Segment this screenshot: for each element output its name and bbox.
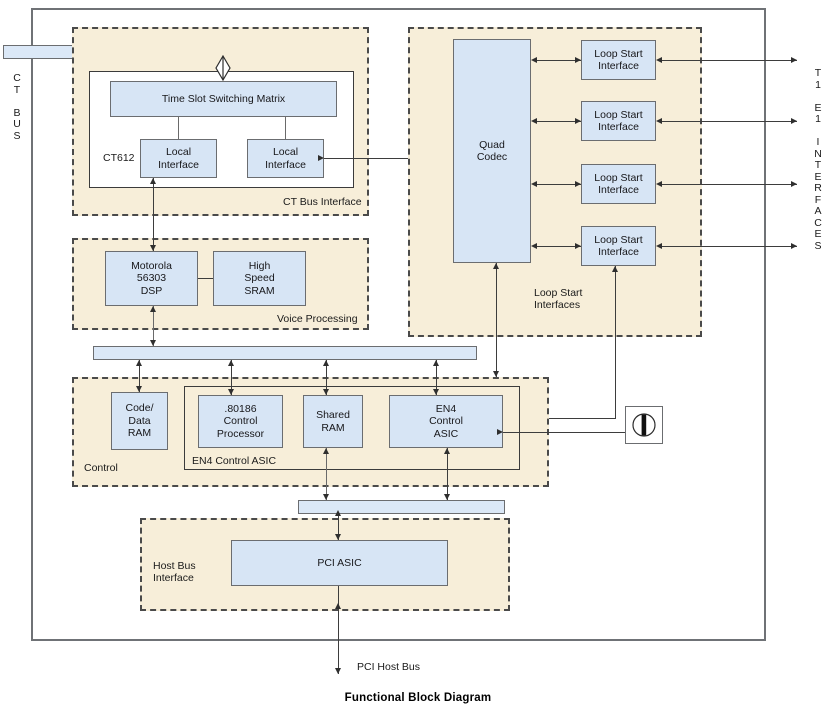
pci-host-bus-label: PCI Host Bus <box>357 661 421 673</box>
block-loop-start-interface-4[interactable]: Loop Start Interface <box>581 226 656 266</box>
arrowhead-codec-lsi-3-left <box>531 181 537 187</box>
link-bus-to-code-data-ram <box>139 360 141 392</box>
arrowhead-code-data-ram-down <box>136 386 142 392</box>
arrowhead-dsp-bus-up <box>150 306 156 312</box>
arrowhead-lsi-4-external-in <box>656 243 662 249</box>
sub-label-en4-control-asic: EN4 Control ASIC <box>192 455 277 467</box>
block-80186-control-processor[interactable]: .80186 Control Processor <box>198 395 283 448</box>
link-codec-lsi-2 <box>537 121 581 123</box>
link-shared-ram-to-host-bus <box>326 448 328 500</box>
block-code-data-ram[interactable]: Code/ Data RAM <box>111 392 168 450</box>
group-label-loop-start-interfaces: Loop Start Interfaces <box>534 287 583 311</box>
block-local-interface-2[interactable]: Local Interface <box>247 139 324 178</box>
block-loop-start-interface-3[interactable]: Loop Start Interface <box>581 164 656 204</box>
arrowhead-dsp-bus-down <box>150 340 156 346</box>
arrowhead-codec-lsi-2-left <box>531 118 537 124</box>
arrowhead-lsi-3-external-in <box>656 181 662 187</box>
link-lsi-4-external <box>662 246 797 248</box>
arrowhead-lsi-2-external-in <box>656 118 662 124</box>
link-local-interface-2-to-quad-codec <box>324 158 454 160</box>
host-bus-bar <box>298 500 505 514</box>
link-tsm-to-local-interface-2 <box>285 117 287 139</box>
arrowhead-codec-lsi-2-right <box>575 118 581 124</box>
diagram-caption: Functional Block Diagram <box>344 692 492 704</box>
arrowhead-shared-ram-down <box>323 389 329 395</box>
arrowhead-codec-lsi-1-left <box>531 57 537 63</box>
link-lsi-4-to-en4 <box>615 266 617 419</box>
arrowhead-80186-down <box>228 389 234 395</box>
link-codec-lsi-1 <box>537 60 581 62</box>
chassis-outline <box>31 8 766 641</box>
link-codec-lsi-3 <box>537 184 581 186</box>
arrowhead-shared-ram-host-down <box>323 494 329 500</box>
arrowhead-codec-lsi-1-right <box>575 57 581 63</box>
arrowhead-shared-ram-up <box>323 360 329 366</box>
block-loop-start-interface-1[interactable]: Loop Start Interface <box>581 40 656 80</box>
link-lsi-3-external <box>662 184 797 186</box>
arrowhead-quad-codec-stem-down <box>493 371 499 377</box>
block-high-speed-sram[interactable]: High Speed SRAM <box>213 251 306 306</box>
link-to-pci-host-bus <box>338 586 340 674</box>
link-lsi-4-to-en4-horizontal <box>500 418 616 420</box>
arrowhead-codec-lsi-4-left <box>531 243 537 249</box>
block-shared-ram[interactable]: Shared RAM <box>303 395 363 448</box>
block-motorola-56303-dsp[interactable]: Motorola 56303 DSP <box>105 251 198 306</box>
arrowhead-local-interface-1-up <box>150 178 156 184</box>
arrowhead-code-data-ram-up <box>136 360 142 366</box>
arrowhead-into-local-interface-2 <box>318 155 324 161</box>
arrowhead-en4-host-up <box>444 448 450 454</box>
arrowhead-quad-codec-stem <box>493 263 499 269</box>
arrowhead-codec-lsi-4-right <box>575 243 581 249</box>
link-bus-to-shared-ram <box>326 360 328 395</box>
ct-bus-side-label: C T B U S <box>13 72 21 142</box>
connector-jack-icon[interactable] <box>625 406 663 444</box>
arrowhead-en4-host-down <box>444 494 450 500</box>
internal-bus-bar <box>93 346 477 360</box>
arrowhead-pci-host-bus-down <box>335 668 341 674</box>
group-label-ct-bus-interface: CT Bus Interface <box>283 196 362 208</box>
arrowhead-pci-asic-down <box>335 534 341 540</box>
group-label-control: Control <box>84 462 118 474</box>
arrowhead-lsi-2-external-out <box>791 118 797 124</box>
link-quad-codec-to-internal-bus <box>496 263 498 377</box>
link-bus-to-80186 <box>231 360 233 395</box>
arrowhead-lsi-1-external-in <box>656 57 662 63</box>
block-en4-control-asic[interactable]: EN4 Control ASIC <box>389 395 503 448</box>
link-tsm-to-local-interface-1 <box>178 117 180 139</box>
arrowhead-codec-lsi-3-right <box>575 181 581 187</box>
arrowhead-lsi-1-external-out <box>791 57 797 63</box>
sub-label-ct612: CT612 <box>103 152 135 164</box>
group-label-voice-processing: Voice Processing <box>277 313 358 325</box>
arrowhead-into-en4-from-jack <box>497 429 503 435</box>
arrowhead-en4-up <box>433 360 439 366</box>
link-en4-to-host-bus <box>447 448 449 500</box>
group-label-host-bus-interface: Host Bus Interface <box>153 560 196 584</box>
arrowhead-lsi-4-stem <box>612 266 618 272</box>
arrowhead-dsp-down <box>150 245 156 251</box>
arrowhead-80186-up <box>228 360 234 366</box>
arrowhead-pci-host-bus-up <box>335 603 341 609</box>
block-pci-asic[interactable]: PCI ASIC <box>231 540 448 586</box>
arrowhead-lsi-4-external-out <box>791 243 797 249</box>
link-codec-lsi-4 <box>537 246 581 248</box>
link-host-bus-to-pci-asic <box>338 513 340 540</box>
link-lsi-1-external <box>662 60 797 62</box>
t1-e1-interfaces-side-label: T 1 E 1 I N T E R F A C E S <box>814 67 822 252</box>
block-loop-start-interface-2[interactable]: Loop Start Interface <box>581 101 656 141</box>
link-dsp-to-internal-bus <box>153 306 155 346</box>
link-local-interface-1-to-dsp <box>153 178 155 251</box>
bidirectional-connector-icon <box>214 54 232 82</box>
block-local-interface-1[interactable]: Local Interface <box>140 139 217 178</box>
block-time-slot-switching-matrix[interactable]: Time Slot Switching Matrix <box>110 81 337 117</box>
link-connector-jack-to-en4 <box>503 432 625 434</box>
link-dsp-to-sram <box>198 278 213 280</box>
arrowhead-en4-down <box>433 389 439 395</box>
arrowhead-lsi-3-external-out <box>791 181 797 187</box>
link-lsi-2-external <box>662 121 797 123</box>
block-quad-codec[interactable]: Quad Codec <box>453 39 531 263</box>
arrowhead-shared-ram-host-up <box>323 448 329 454</box>
arrowhead-pci-asic-up <box>335 510 341 516</box>
link-bus-to-en4 <box>436 360 438 395</box>
subbox-en4-control-asic <box>184 386 520 470</box>
